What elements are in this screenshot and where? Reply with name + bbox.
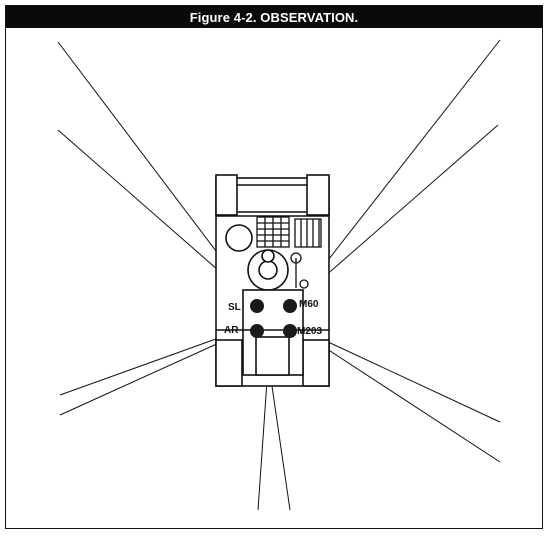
m60-label: M60 <box>299 299 319 310</box>
sl-label: SL <box>228 302 241 313</box>
vehicle-top-view <box>215 174 330 387</box>
right-track-front <box>306 174 330 216</box>
rear-door <box>255 336 290 376</box>
sector-line-m203-right <box>297 327 501 423</box>
sector-line-m60-right <box>299 39 501 297</box>
ar-position-marker <box>250 324 264 338</box>
m60-position-marker <box>283 299 297 313</box>
cupola-inner <box>258 260 278 280</box>
left-track-rear <box>215 339 243 387</box>
ar-label: AR <box>224 325 239 336</box>
m203-label: M203 <box>297 326 322 337</box>
cupola-ring-small <box>261 249 275 263</box>
figure-frame: Figure 4-2. OBSERVATION. <box>5 5 543 529</box>
periscope <box>299 279 309 289</box>
m203-position-marker <box>283 324 297 338</box>
figure-title-bar: Figure 4-2. OBSERVATION. <box>6 6 542 28</box>
engine-grille <box>256 216 322 289</box>
sl-position-marker <box>250 299 264 313</box>
right-grille <box>294 218 322 248</box>
sector-line-m203-right-lower <box>297 329 501 463</box>
right-track-rear <box>302 339 330 387</box>
left-track-front <box>215 174 238 216</box>
figure-title: Figure 4-2. OBSERVATION. <box>189 9 359 25</box>
driver-hatch <box>225 224 253 252</box>
sector-line-m60-right-lower <box>299 124 499 299</box>
position-markers <box>250 299 297 338</box>
